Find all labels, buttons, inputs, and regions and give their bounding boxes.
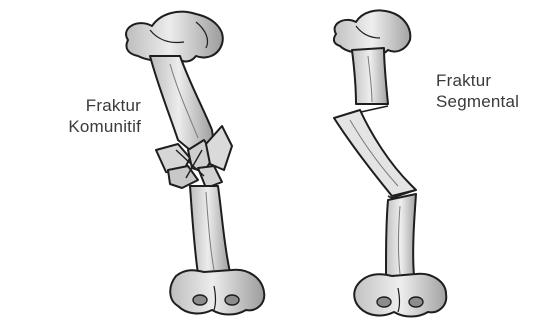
label-left-line1: Fraktur — [68, 95, 141, 116]
left-bone-lower-shaft — [190, 186, 230, 274]
label-right-line2: Segmental — [436, 91, 519, 112]
label-right-line1: Fraktur — [436, 70, 519, 91]
comminuted-fracture-bone — [126, 12, 264, 315]
left-bone-upper-shaft — [150, 56, 214, 150]
segmental-fracture-bone — [334, 10, 446, 316]
bone-fragment — [198, 166, 222, 188]
label-comminuted-fracture: Fraktur Komunitif — [68, 95, 141, 137]
left-bone-distal-end — [170, 270, 264, 315]
right-bone-lower-shaft — [386, 194, 416, 278]
label-left-line2: Komunitif — [68, 116, 141, 137]
right-bone-distal-end — [354, 274, 446, 317]
label-segmental-fracture: Fraktur Segmental — [436, 70, 519, 112]
right-bone-segmental-piece — [334, 110, 416, 196]
left-bone-proximal-head — [126, 12, 223, 62]
